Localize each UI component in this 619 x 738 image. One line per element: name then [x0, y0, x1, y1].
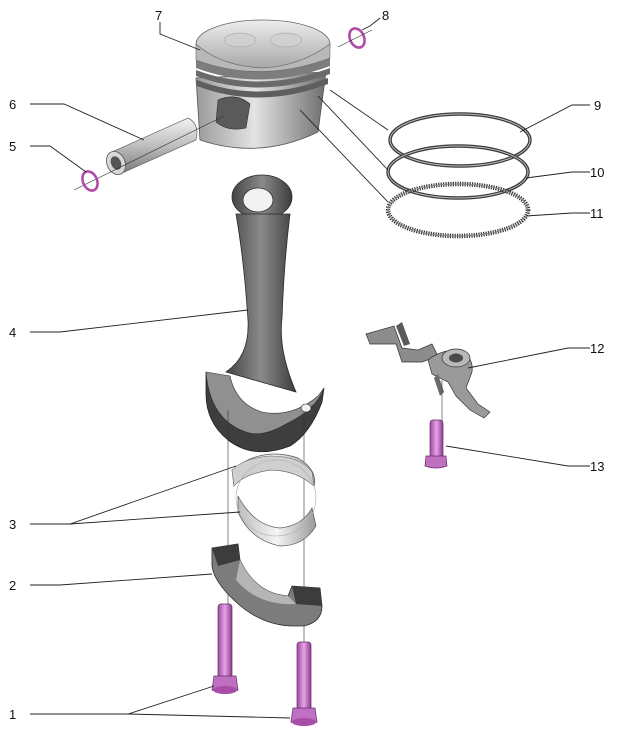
callout-7: 7 [155, 8, 162, 23]
callout-3: 3 [9, 517, 16, 532]
piston-rings [385, 112, 532, 239]
rod-bolt-right [290, 641, 318, 726]
rod-bolt-left [211, 603, 239, 694]
callout-4: 4 [9, 325, 16, 340]
circlip-left [81, 170, 99, 192]
pin-axis-line [73, 115, 225, 191]
leader-lines [30, 17, 590, 719]
callout-5: 5 [9, 139, 16, 154]
connecting-rod [205, 174, 325, 453]
callout-1: 1 [9, 707, 16, 722]
bearing-cap [211, 543, 323, 627]
oil-spray-nozzle [365, 322, 491, 419]
callout-2: 2 [9, 578, 16, 593]
nozzle-bolt [424, 419, 448, 469]
callout-9: 9 [594, 98, 601, 113]
circlip-axis-line [337, 29, 373, 48]
callout-12: 12 [590, 341, 604, 356]
callout-labels: 1 2 3 4 5 6 7 8 9 10 11 12 13 [9, 8, 604, 722]
callout-11: 11 [590, 206, 604, 221]
circlip-right [348, 27, 366, 49]
bearing-shells [231, 453, 317, 547]
bearing-shell-lower [237, 495, 317, 547]
callout-10: 10 [590, 165, 604, 180]
piston-pin [106, 117, 198, 175]
callout-13: 13 [590, 459, 604, 474]
callout-6: 6 [9, 97, 16, 112]
callout-8: 8 [382, 8, 389, 23]
piston [195, 19, 331, 149]
